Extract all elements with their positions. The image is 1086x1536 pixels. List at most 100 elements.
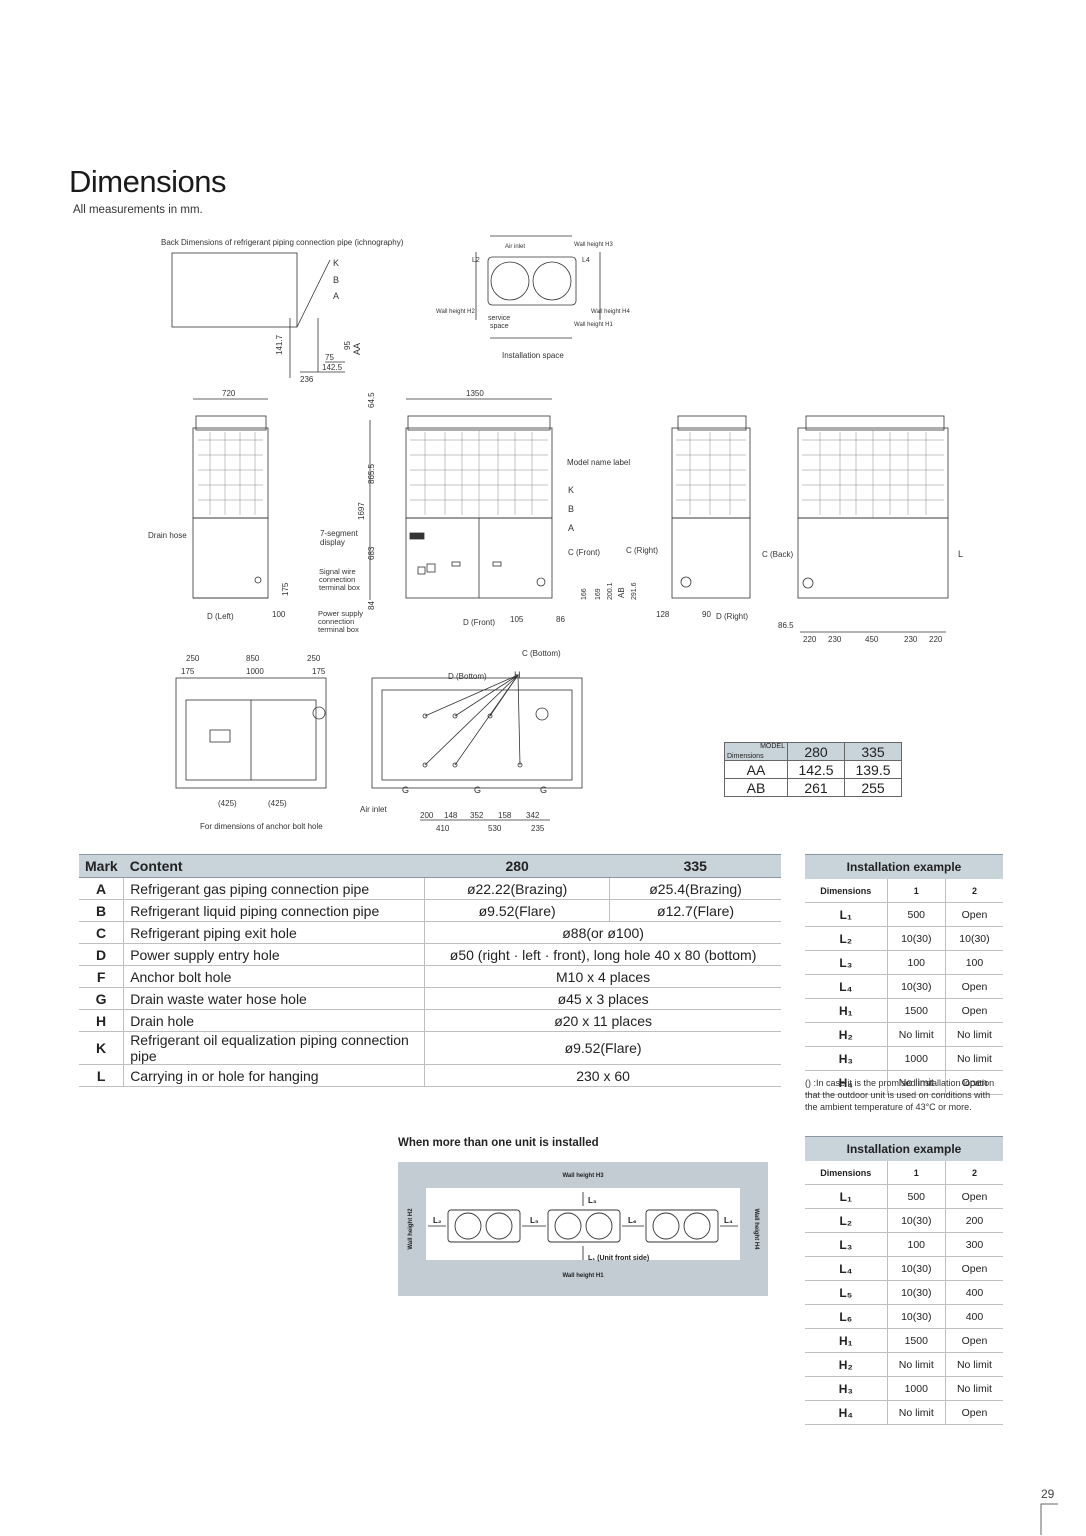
svg-text:291.6: 291.6 [631, 582, 638, 600]
dimension-value: 300 [945, 1232, 1003, 1257]
svg-text:720: 720 [222, 389, 236, 398]
dimension-value: No limit [887, 1022, 946, 1047]
svg-text:G: G [540, 785, 547, 795]
svg-text:230: 230 [904, 635, 918, 644]
row-value: 139.5 [844, 760, 902, 779]
model-dimension-table: MODEL Dimensions 280 335 AA 142.5 139.5 … [724, 742, 902, 797]
svg-text:Air inlet: Air inlet [505, 244, 525, 250]
value-cell: ø12.7(Flare) [609, 899, 781, 922]
header-mark: Mark [79, 854, 124, 878]
dimension-value: 100 [945, 950, 1003, 975]
dimension-key: H₄ [805, 1400, 888, 1425]
dimension-key: L₄ [805, 1256, 888, 1281]
svg-text:AA: AA [352, 343, 362, 355]
dimension-value: 10(30) [887, 974, 946, 999]
install1-header: Dimensions [805, 879, 888, 903]
mark-cell: F [79, 965, 125, 988]
multi-wall-h2: Wall height H2 [408, 1208, 414, 1250]
row-label: AB [724, 778, 788, 797]
svg-text:220: 220 [803, 635, 817, 644]
d-right-label: D (Right) [716, 612, 748, 621]
svg-text:236: 236 [300, 375, 314, 384]
content-cell: Drain hole [123, 1009, 426, 1032]
dimension-value: 1500 [887, 1328, 946, 1353]
page-subtitle: All measurements in mm. [73, 204, 203, 216]
svg-text:A: A [568, 523, 574, 533]
back-view: C (Back) L 220 230 450 230 220 86.5 [762, 415, 963, 644]
multi-l6: L₆ [628, 1216, 637, 1225]
table-row: K Refrigerant oil equalization piping co… [79, 1031, 781, 1065]
value-cell: 230 x 60 [424, 1064, 781, 1087]
dimension-key: L₁ [805, 902, 888, 927]
svg-text:105: 105 [510, 615, 524, 624]
header-content: Content [123, 854, 425, 878]
svg-text:148: 148 [444, 811, 458, 820]
svg-text:352: 352 [470, 811, 484, 820]
value-cell: ø22.22(Brazing) [424, 877, 611, 900]
svg-text:86.5: 86.5 [778, 621, 794, 630]
dimension-key: L₂ [805, 926, 888, 951]
value-cell: ø25.4(Brazing) [609, 877, 781, 900]
svg-text:530: 530 [488, 824, 502, 833]
mark-cell: H [79, 1009, 125, 1032]
svg-text:450: 450 [865, 635, 879, 644]
dimension-value: 500 [887, 902, 946, 927]
content-cell: Power supply entry hole [123, 943, 426, 966]
dimension-value: 500 [887, 1184, 946, 1209]
technical-drawings: Back Dimensions of refrigerant piping co… [148, 235, 963, 833]
table-row: G Drain waste water hose hole ø45 x 3 pl… [79, 987, 781, 1010]
dimension-value: Open [945, 1070, 1003, 1095]
content-cell: Refrigerant piping exit hole [123, 921, 426, 944]
svg-text:space: space [490, 323, 509, 330]
page-number: 29 [1041, 1487, 1055, 1501]
dimension-value: 100 [887, 1232, 946, 1257]
svg-text:terminal box: terminal box [318, 625, 359, 634]
svg-text:AB: AB [617, 587, 626, 598]
value-cell: ø50 (right · left · front), long hole 40… [424, 943, 781, 966]
dimension-value: No limit [887, 1070, 946, 1095]
svg-text:Wall height H4: Wall height H4 [591, 309, 630, 315]
dimension-key: L₃ [805, 1232, 888, 1257]
content-cell: Anchor bolt hole [123, 965, 426, 988]
dimension-value: Open [945, 998, 1003, 1023]
svg-text:L: L [958, 549, 963, 559]
mark-cell: K [79, 1031, 125, 1065]
row-label: AA [724, 760, 788, 779]
dimension-value: No limit [945, 1046, 1003, 1071]
dimension-value: 1000 [887, 1046, 946, 1071]
dimension-value: No limit [945, 1376, 1003, 1401]
model-header-1: 280 [787, 742, 845, 761]
svg-text:H: H [514, 670, 521, 680]
svg-text:Wall height H1: Wall height H1 [574, 322, 613, 328]
dimension-key: L₄ [805, 974, 888, 999]
dimension-value: 400 [945, 1304, 1003, 1329]
dimension-value: 10(30) [887, 1304, 946, 1329]
spec-table: Mark Content 280 335 A Refrigerant gas p… [79, 854, 781, 1087]
install1-header: 1 [887, 879, 946, 903]
mark-cell: L [79, 1064, 125, 1087]
dimension-value: 400 [945, 1280, 1003, 1305]
svg-text:175: 175 [312, 667, 326, 676]
svg-text:850: 850 [246, 654, 260, 663]
svg-text:A: A [333, 291, 339, 301]
svg-text:connection: connection [318, 617, 354, 626]
svg-text:(425): (425) [218, 799, 237, 808]
header-280: 280 [424, 854, 610, 878]
svg-text:683: 683 [367, 546, 376, 560]
back-piping-label: Back Dimensions of refrigerant piping co… [161, 238, 404, 247]
svg-text:235: 235 [531, 824, 545, 833]
dimension-key: H₂ [805, 1352, 888, 1377]
d-left-label: D (Left) [207, 612, 234, 621]
svg-text:142.5: 142.5 [322, 363, 343, 372]
table-row: C Refrigerant piping exit hole ø88(or ø1… [79, 921, 781, 944]
